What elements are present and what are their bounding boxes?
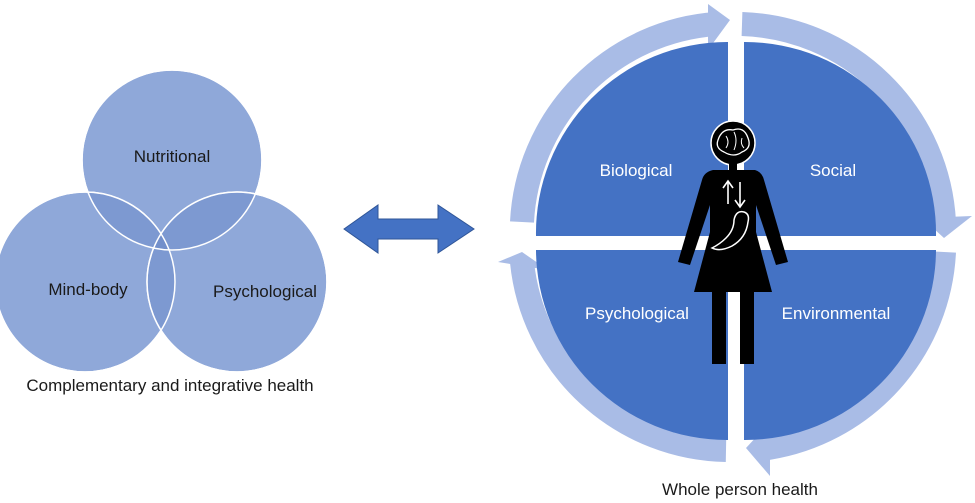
venn-overlap-top-left	[82, 192, 175, 250]
ring-arc-bottom-right	[766, 251, 956, 460]
stomach-icon	[710, 210, 750, 251]
venn-caption: Complementary and integrative health	[26, 376, 313, 395]
venn-overlap-top-right	[147, 192, 262, 250]
person-body	[678, 170, 788, 292]
whole-person-diagram: Biological Social Psychological Environm…	[498, 4, 972, 499]
quadrant-social	[744, 41, 937, 237]
quadrant-label-biological: Biological	[600, 161, 673, 180]
venn-label-mind-body: Mind-body	[48, 280, 128, 299]
quadrant-label-psychological: Psychological	[585, 304, 689, 323]
person-leg-right	[740, 292, 754, 364]
ring-arrowhead-top	[708, 4, 730, 50]
quadrant-label-environmental: Environmental	[782, 304, 891, 323]
quadrant-psychological	[536, 250, 728, 441]
whole-person-caption: Whole person health	[662, 480, 818, 499]
person-figure	[678, 120, 788, 364]
venn-diagram: Nutritional Mind-body Psychological Comp…	[0, 69, 328, 395]
ring-arc-top-left	[510, 12, 717, 223]
double-headed-arrow	[343, 204, 475, 254]
quadrant-environmental	[744, 250, 936, 441]
quadrant-biological	[535, 41, 728, 236]
cycle-ring	[510, 12, 956, 462]
venn-label-psychological: Psychological	[213, 282, 317, 301]
person-leg-left	[712, 292, 726, 364]
up-down-arrows-icon	[722, 179, 746, 209]
ring-arrowhead-left	[498, 252, 548, 270]
ring-arc-top-right	[741, 12, 956, 223]
quadrant-label-social: Social	[810, 161, 856, 180]
venn-label-nutritional: Nutritional	[134, 147, 211, 166]
ring-arc-bottom-left	[510, 260, 727, 462]
